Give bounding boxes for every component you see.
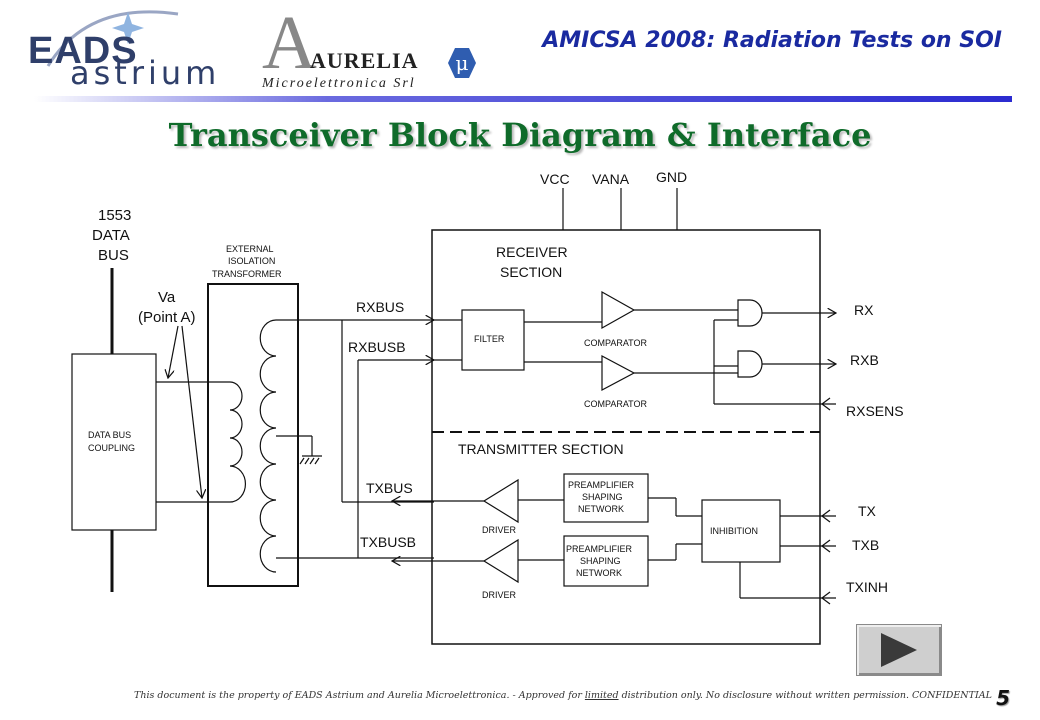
preamplifier-2 bbox=[563, 535, 649, 587]
and-gate-rx bbox=[737, 299, 763, 327]
comparator-2 bbox=[601, 355, 636, 391]
inhibition-label: INHIBITION bbox=[710, 526, 758, 536]
driver-2 bbox=[482, 538, 519, 584]
filter-block bbox=[461, 309, 525, 371]
comparator-label-1: COMPARATOR bbox=[584, 338, 648, 348]
preamp-1-line-2: SHAPING bbox=[582, 492, 623, 502]
inhibition-block bbox=[701, 499, 781, 563]
footer-text-after: distribution only. No disclosure without… bbox=[618, 690, 992, 701]
driver-label-1: DRIVER bbox=[482, 525, 517, 535]
transformer-label-line-3: TRANSFORMER bbox=[212, 269, 282, 279]
signal-txbusb: TXBUSB bbox=[360, 534, 416, 550]
eads-astrium-logo: EADS astrium bbox=[28, 6, 258, 92]
preamplifier-1 bbox=[563, 473, 649, 523]
footer-disclaimer: This document is the property of EADS As… bbox=[134, 690, 992, 701]
output-rx: RX bbox=[854, 302, 874, 318]
input-txb: TXB bbox=[852, 537, 879, 553]
preamp-1-line-1: PREAMPLIFIER bbox=[568, 480, 635, 490]
preamp-2-line-3: NETWORK bbox=[576, 568, 622, 578]
swoosh-icon bbox=[46, 10, 179, 67]
bus-label-line-2: DATA bbox=[92, 227, 130, 244]
isolation-transformer-box bbox=[207, 283, 299, 587]
play-icon bbox=[881, 633, 917, 667]
data-bus-coupling-box bbox=[71, 353, 157, 531]
signal-txbus: TXBUS bbox=[366, 480, 413, 496]
page-number: 5 bbox=[996, 686, 1010, 710]
comparator-1 bbox=[601, 290, 636, 330]
pin-vcc: VCC bbox=[540, 171, 570, 187]
astrium-wordmark: astrium bbox=[70, 54, 221, 92]
and-gate-rxb bbox=[737, 350, 763, 378]
coupling-label-line-2: COUPLING bbox=[88, 443, 135, 453]
filter-label: FILTER bbox=[474, 334, 505, 344]
va-label-line-2: (Point A) bbox=[138, 309, 196, 326]
pin-vana: VANA bbox=[592, 171, 630, 187]
eads-wordmark: EADS bbox=[28, 30, 138, 72]
bus-label-line-1: 1553 bbox=[98, 207, 131, 224]
aurelia-subtitle: Microelettronica Srl bbox=[262, 76, 416, 91]
receiver-section-line-1: RECEIVER bbox=[496, 244, 568, 260]
transceiver-chip-outline bbox=[431, 229, 821, 645]
header-divider bbox=[34, 96, 1012, 102]
signal-rxbus: RXBUS bbox=[356, 299, 404, 315]
input-tx: TX bbox=[858, 503, 877, 519]
primary-coil bbox=[229, 381, 247, 503]
va-label-line-1: Va bbox=[158, 289, 176, 306]
output-rxsens: RXSENS bbox=[846, 403, 904, 419]
comparator-label-2: COMPARATOR bbox=[584, 399, 648, 409]
output-rxb: RXB bbox=[850, 352, 879, 368]
transformer-label-line-2: ISOLATION bbox=[228, 256, 275, 266]
footer-text-underlined: limited bbox=[584, 690, 619, 701]
driver-label-2: DRIVER bbox=[482, 590, 517, 600]
secondary-coil bbox=[259, 319, 277, 573]
aurelia-letter: A bbox=[262, 1, 317, 85]
preamp-1-line-3: NETWORK bbox=[578, 504, 624, 514]
footer-text-before: This document is the property of EADS As… bbox=[134, 690, 585, 701]
signal-rxbusb: RXBUSB bbox=[348, 339, 406, 355]
preamp-2-line-1: PREAMPLIFIER bbox=[566, 544, 633, 554]
aurelia-wordmark: AURELIA bbox=[310, 48, 419, 73]
transformer-label-line-1: EXTERNAL bbox=[226, 244, 274, 254]
bus-label-line-3: BUS bbox=[98, 247, 129, 264]
aurelia-logo: A AURELIA Microelettronica Srl μ bbox=[258, 1, 488, 92]
next-slide-button[interactable] bbox=[856, 624, 942, 676]
input-txinh: TXINH bbox=[846, 579, 888, 595]
pin-gnd: GND bbox=[656, 169, 687, 185]
presentation-title: AMICSA 2008: Radiation Tests on SOI bbox=[542, 28, 1002, 53]
preamp-2-line-2: SHAPING bbox=[580, 556, 621, 566]
driver-1 bbox=[482, 478, 519, 524]
transmitter-section-label: TRANSMITTER SECTION bbox=[458, 441, 624, 457]
receiver-section-line-2: SECTION bbox=[500, 264, 562, 280]
slide-title: Transceiver Block Diagram & Interface bbox=[168, 116, 872, 154]
coupling-label-line-1: DATA BUS bbox=[88, 430, 131, 440]
